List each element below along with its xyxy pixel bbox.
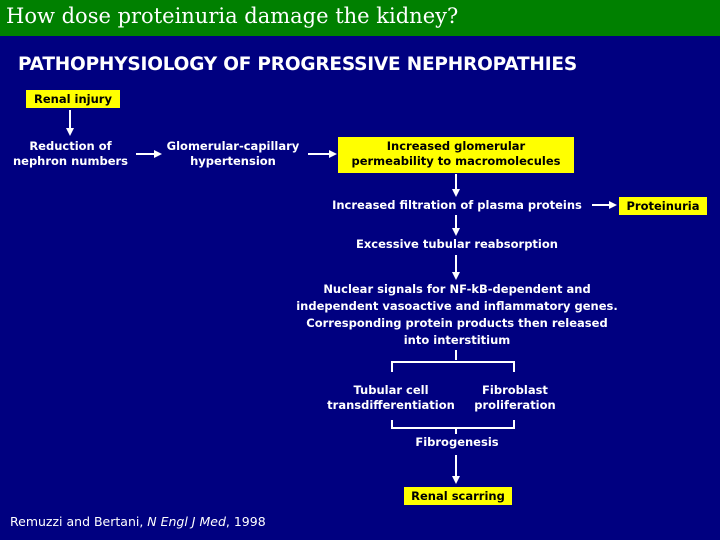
- node-transdifferentiation: Tubular cell transdifferentiation: [326, 383, 456, 413]
- node-proteinuria: Proteinuria: [619, 197, 707, 215]
- node-renal-injury: Renal injury: [26, 90, 120, 108]
- citation-journal: N Engl J Med: [147, 514, 226, 529]
- node-nuclear-line-2: independent vasoactive and inflammatory …: [296, 299, 618, 313]
- node-fibrogenesis-label: Fibrogenesis: [415, 435, 499, 449]
- citation: Remuzzi and Bertani, N Engl J Med, 1998: [10, 514, 266, 529]
- diagram-panel: [0, 36, 720, 540]
- node-fibroblast-line-1: Fibroblast: [482, 383, 548, 397]
- node-filtration-label: Increased filtration of plasma proteins: [332, 198, 582, 212]
- node-glomerular-permeability: Increased glomerular permeability to mac…: [338, 137, 574, 173]
- node-fibroblast-line-2: proliferation: [474, 398, 556, 412]
- node-fibroblast-proliferation: Fibroblast proliferation: [468, 383, 562, 413]
- node-nuclear-line-3: Corresponding protein products then rele…: [306, 316, 608, 330]
- node-nuclear-signals: Nuclear signals for NF-kB-dependent and …: [284, 281, 630, 349]
- citation-authors: Remuzzi and Bertani,: [10, 514, 148, 529]
- slide-title: How dose proteinuria damage the kidney?: [6, 4, 459, 28]
- citation-year: , 1998: [225, 514, 266, 529]
- node-renal-injury-label: Renal injury: [34, 92, 112, 106]
- node-increased-filtration: Increased filtration of plasma proteins: [326, 198, 588, 213]
- diagram-heading: PATHOPHYSIOLOGY OF PROGRESSIVE NEPHROPAT…: [18, 54, 577, 75]
- node-fibrogenesis: Fibrogenesis: [402, 435, 512, 450]
- node-glomerular-hypertension: Glomerular-capillary hypertension: [162, 139, 304, 169]
- node-tubular-reabsorption: Excessive tubular reabsorption: [346, 237, 568, 252]
- node-permeability-line-1: Increased glomerular: [386, 139, 526, 153]
- node-reabsorption-label: Excessive tubular reabsorption: [356, 237, 558, 251]
- node-renal-scarring-label: Renal scarring: [411, 489, 505, 503]
- node-reduction-line-2: nephron numbers: [12, 154, 129, 168]
- node-renal-scarring: Renal scarring: [404, 487, 512, 505]
- node-nuclear-line-1: Nuclear signals for NF-kB-dependent and: [323, 282, 591, 296]
- node-glomerular-line-1: Glomerular-capillary: [166, 139, 300, 153]
- node-transdiff-line-1: Tubular cell: [353, 383, 429, 397]
- node-permeability-line-2: permeability to macromolecules: [351, 154, 561, 168]
- node-nuclear-line-4: into interstitium: [403, 333, 511, 347]
- node-proteinuria-label: Proteinuria: [626, 199, 700, 213]
- node-glomerular-line-2: hypertension: [190, 154, 276, 168]
- node-reduction-nephron: Reduction of nephron numbers: [8, 139, 133, 169]
- title-bar: How dose proteinuria damage the kidney?: [0, 0, 720, 36]
- node-reduction-line-1: Reduction of: [29, 139, 112, 153]
- node-transdiff-line-2: transdifferentiation: [327, 398, 455, 412]
